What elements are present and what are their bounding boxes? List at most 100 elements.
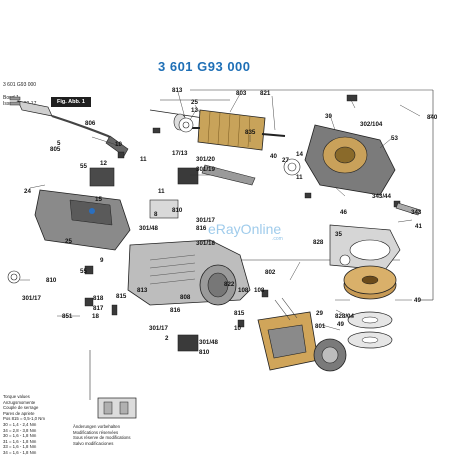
callout-801: 801 [315, 323, 326, 330]
callout-14: 14 [296, 151, 303, 158]
torque-line: Pos 815 = 0,5-1,0 Nm [3, 416, 45, 422]
callout-828: 828 [313, 239, 324, 246]
bearings [7, 117, 351, 284]
callout-30: 30 [325, 113, 332, 120]
callout-10b: 10 [234, 325, 241, 332]
callout-840: 840 [427, 114, 438, 121]
callout-817: 817 [93, 305, 104, 312]
torque-line: 34 = 1,6 - 1,8 Nm [3, 449, 37, 455]
callout-808: 808 [180, 294, 191, 301]
callout-343-44: 343/44 [372, 193, 391, 200]
watermark-text: eRayOnline [208, 221, 282, 237]
callout-821: 821 [260, 90, 271, 97]
callout-35: 35 [335, 231, 342, 238]
note-line: Salvo modificaciones [73, 440, 114, 446]
torque-line: 31 = 1,6 - 1,8 Nm [3, 438, 37, 444]
callout-18: 18 [92, 313, 99, 320]
callout-828-04: 828/04 [335, 313, 354, 320]
callout-41: 41 [415, 223, 422, 230]
electronic-module [89, 167, 179, 219]
callout-53: 53 [391, 135, 398, 142]
callout-9: 9 [100, 257, 104, 264]
watermark-domain: .com [272, 236, 283, 242]
callout-806: 806 [85, 120, 96, 127]
callout-108b: 108 [254, 287, 265, 294]
callout-343: 343 [411, 209, 422, 216]
callout-301-17b: 301/17 [22, 295, 41, 302]
note-line: Modifications réservées [73, 429, 119, 435]
callout-813: 813 [172, 87, 183, 94]
torque-line: 33 = 1,6 - 1,8 Nm [3, 444, 37, 450]
torque-line: 34 = 2,8 - 3,8 Nm [3, 427, 37, 433]
callout-55: 55 [80, 163, 87, 170]
torque-line: Anzugsmomente [3, 399, 36, 405]
callout-11c: 11 [296, 174, 303, 181]
callout-29: 29 [316, 310, 323, 317]
callout-10: 10 [115, 141, 122, 148]
callout-55b: 55 [80, 268, 87, 275]
screws [84, 94, 401, 328]
callout-301-48b: 301/48 [199, 339, 218, 346]
field-coil [257, 297, 319, 371]
callout-810b: 810 [46, 277, 57, 284]
callout-5: 5 [57, 140, 61, 147]
note-line: Sous réserve de modifications [73, 435, 131, 441]
callout-49b: 49 [337, 321, 344, 328]
callout-822: 822 [224, 281, 235, 288]
torque-line: 30 = 1,4 - 2,4 Nm [3, 421, 37, 427]
note-line: Änderungen vorbehalten [73, 424, 121, 429]
issue-label-text: Issue [3, 101, 15, 107]
callout-810c: 810 [199, 349, 210, 356]
callout-302-104: 302/104 [360, 121, 383, 128]
callout-24: 24 [24, 188, 31, 195]
callout-15: 15 [95, 196, 102, 203]
switch-module [97, 397, 137, 419]
power-plug [9, 96, 129, 157]
guard-clamp [395, 202, 421, 216]
callout-835: 835 [245, 129, 256, 136]
torque-values-table: Torque values Anzugsmomente Couple de se… [3, 394, 73, 456]
reference-number: 3 601 G93 000 [3, 82, 37, 88]
callout-301-48a: 301/48 [139, 225, 158, 232]
brush-holder [177, 167, 199, 352]
callout-108a: 108 [238, 287, 249, 294]
bond-label-text: Bond [3, 95, 15, 101]
callout-803: 803 [236, 90, 247, 97]
callout-813b: 813 [137, 287, 148, 294]
torque-line: Pares de apriete [3, 410, 35, 416]
callout-11a: 11 [140, 156, 147, 163]
callout-816a: 816 [196, 225, 207, 232]
gear-head [304, 124, 396, 196]
callout-301-19: 301/19 [196, 166, 215, 173]
handle-housing [34, 189, 131, 251]
callout-2: 2 [165, 335, 169, 342]
callout-301-17a: 301/17 [196, 217, 215, 224]
torque-line: Torque values [3, 394, 30, 399]
modifications-note: Änderungen vorbehalten Modifications rés… [73, 424, 133, 446]
callout-27: 27 [282, 157, 289, 164]
callout-25b: 25 [65, 238, 72, 245]
callout-816b: 816 [170, 307, 181, 314]
callout-49a: 49 [414, 297, 421, 304]
torque-line: 30 = 1,6 - 1,8 Nm [3, 433, 37, 439]
motor-housing [127, 239, 251, 306]
callout-802: 802 [265, 269, 276, 276]
callout-805: 805 [50, 146, 61, 153]
flange-rings [347, 311, 393, 349]
callout-818: 818 [93, 295, 104, 302]
callout-40: 40 [270, 153, 277, 160]
callout-301-20: 301/20 [196, 156, 215, 163]
callout-301-17c: 301/17 [149, 325, 168, 332]
callout-815b: 815 [234, 310, 245, 317]
callout-810a: 810 [172, 207, 183, 214]
fan-housing [313, 338, 347, 372]
bevel-gear [343, 265, 397, 300]
callout-8: 8 [154, 211, 158, 218]
torque-line: Couple de serrage [3, 405, 39, 411]
callout-301-18: 301/18 [196, 240, 215, 247]
callout-12: 12 [100, 160, 107, 167]
figure-label: Fig. Abb. 1 [51, 97, 91, 107]
